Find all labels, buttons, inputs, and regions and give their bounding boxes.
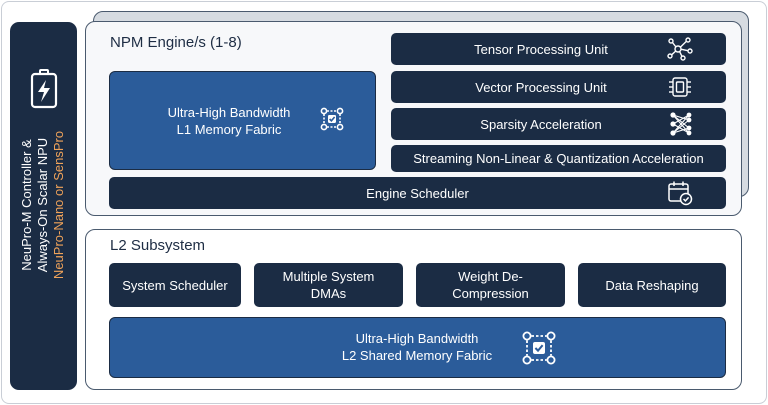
dmas-line2: DMAs xyxy=(310,286,347,301)
l1-fabric-label: Ultra-High Bandwidth L1 Memory Fabric xyxy=(158,104,300,138)
npm-engine-title: NPM Engine/s (1-8) xyxy=(110,34,242,51)
system-scheduler: System Scheduler xyxy=(109,263,241,307)
sparsity-acceleration: Sparsity Acceleration xyxy=(391,108,726,140)
tensor-processing-unit: Tensor Processing Unit xyxy=(391,33,726,65)
weight-decompression-line1: Weight De- xyxy=(458,269,523,284)
l2-fabric-label: Ultra-High Bandwidth L2 Shared Memory Fa… xyxy=(327,330,507,364)
chip-icon xyxy=(669,77,691,97)
controller-line3: NeuPro-Nano or SensPro xyxy=(51,130,66,280)
l2-shared-memory-fabric xyxy=(109,317,726,378)
engine-scheduler: Engine Scheduler xyxy=(109,177,726,209)
network-check-icon xyxy=(522,331,556,365)
sparsity-acceleration-label: Sparsity Acceleration xyxy=(480,116,602,132)
weight-decompression: Weight De- Compression xyxy=(416,263,565,307)
data-reshaping-label: Data Reshaping xyxy=(605,277,699,293)
neural-node-icon xyxy=(667,37,693,61)
vector-processing-unit: Vector Processing Unit xyxy=(391,71,726,103)
l2-fabric-line1: Ultra-High Bandwidth xyxy=(355,331,479,346)
l1-fabric-line1: Ultra-High Bandwidth xyxy=(167,105,291,120)
network-check-icon xyxy=(320,107,344,131)
data-reshaping: Data Reshaping xyxy=(578,263,726,307)
streaming-nonlinear-quantization: Streaming Non-Linear & Quantization Acce… xyxy=(391,145,726,172)
l2-subsystem-title: L2 Subsystem xyxy=(110,237,206,254)
battery-bolt-icon xyxy=(30,69,58,109)
streaming-nonlinear-quantization-label: Streaming Non-Linear & Quantization Acce… xyxy=(413,151,704,166)
engine-scheduler-label: Engine Scheduler xyxy=(366,185,469,201)
dmas-line1: Multiple System xyxy=(282,269,375,284)
neural-network-icon xyxy=(670,112,692,136)
controller-line2: Always-On Scalar NPU xyxy=(35,137,50,273)
controller-block xyxy=(10,22,77,390)
calendar-check-icon xyxy=(668,181,693,206)
vector-processing-unit-label: Vector Processing Unit xyxy=(475,79,607,95)
l1-fabric-line2: L1 Memory Fabric xyxy=(176,122,282,137)
multiple-system-dmas: Multiple System DMAs xyxy=(254,263,403,307)
system-scheduler-label: System Scheduler xyxy=(122,277,228,293)
controller-line1: NeuPro-M Controller & xyxy=(19,139,34,271)
tensor-processing-unit-label: Tensor Processing Unit xyxy=(474,41,608,57)
weight-decompression-line2: Compression xyxy=(452,286,529,301)
l2-fabric-line2: L2 Shared Memory Fabric xyxy=(341,348,493,363)
